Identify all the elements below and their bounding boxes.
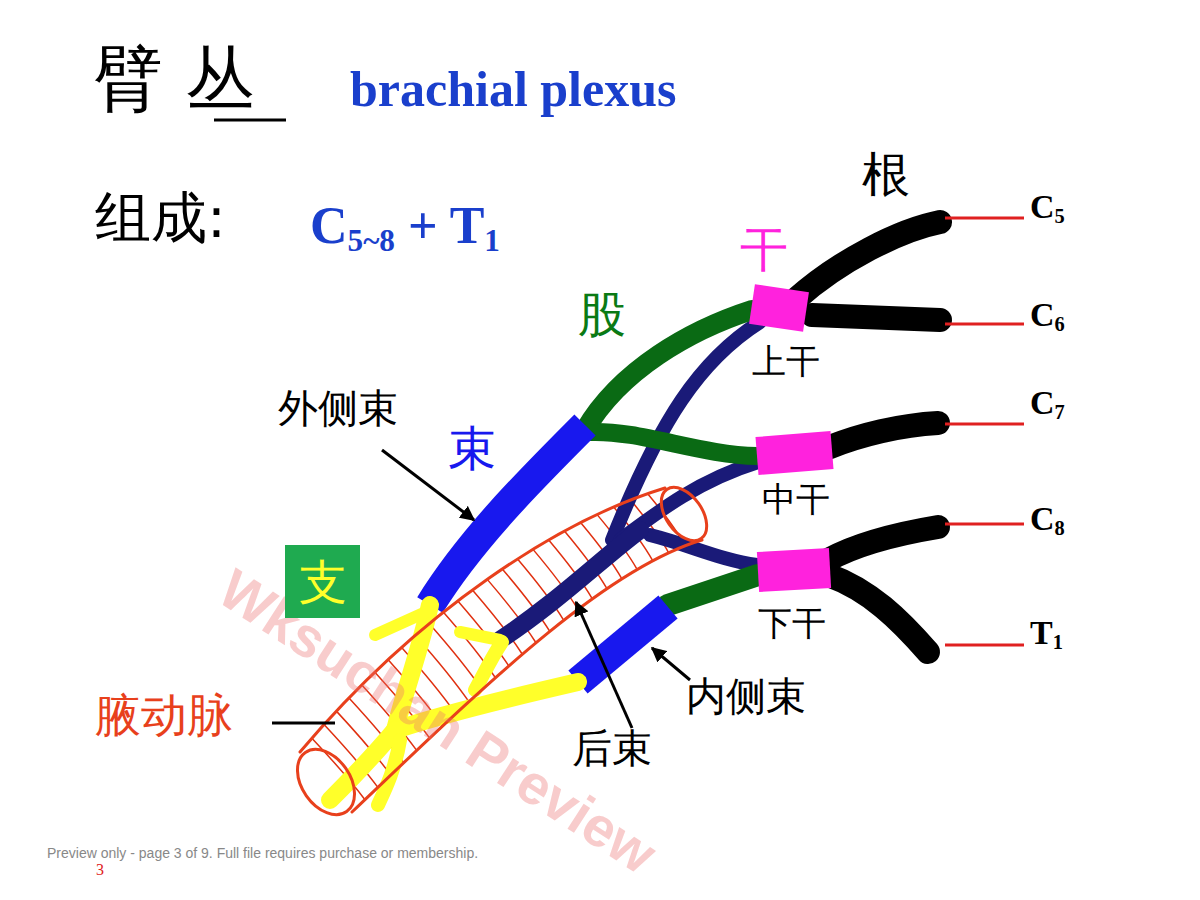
middle-trunk <box>757 450 832 456</box>
root-leader <box>945 217 1024 220</box>
preview-footer: Preview only - page 3 of 9. Full file re… <box>47 846 478 860</box>
artery-wall <box>300 488 665 752</box>
watermark: Wksuchan Preview <box>210 560 666 883</box>
root-c5 <box>795 222 940 300</box>
trunk-label: 下干 <box>758 606 826 640</box>
part-label: 股 <box>578 290 626 338</box>
artery-label: 腋动脉 <box>95 692 233 738</box>
cord-label: 内侧束 <box>686 676 806 716</box>
nerve-branch <box>395 682 578 730</box>
root-label: T1 <box>1030 616 1063 653</box>
medial-cord <box>578 607 668 682</box>
root-leader <box>945 644 1024 647</box>
cord-label: 后束 <box>572 728 652 768</box>
root-leader <box>945 423 1024 426</box>
anterior-division <box>590 432 757 456</box>
root-c7 <box>830 423 938 447</box>
root-label: C5 <box>1030 190 1065 227</box>
trunk-label: 上干 <box>752 344 820 378</box>
node-text: 支 <box>299 558 347 606</box>
artery-guide <box>352 540 702 812</box>
title-underline <box>214 119 286 122</box>
root-t1 <box>828 575 928 652</box>
root-leader <box>945 523 1024 526</box>
trunk-label: 中干 <box>762 482 830 516</box>
root-leader <box>945 323 1024 326</box>
composition-heading: 组成: <box>95 190 226 246</box>
posterior-cord <box>500 530 640 640</box>
root-c6 <box>812 315 940 320</box>
artery-hatching <box>312 494 685 800</box>
artery-leader <box>272 722 335 725</box>
root-c8 <box>828 527 938 560</box>
artery-opening <box>652 479 716 549</box>
composition-formula: C5~8 + T1 <box>310 200 500 256</box>
posterior-division <box>650 535 757 565</box>
artery-opening <box>286 739 367 826</box>
leader-arrow <box>576 602 632 728</box>
upper-trunk <box>752 304 806 312</box>
anterior-division <box>668 575 758 605</box>
lower-trunk <box>758 568 830 572</box>
leader-arrow <box>652 648 690 680</box>
part-label: 根 <box>862 150 910 198</box>
part-label: 束 <box>448 424 496 472</box>
page-number: 3 <box>96 862 104 878</box>
title: 臂 丛 <box>93 44 255 114</box>
root-label: C7 <box>1030 386 1065 423</box>
title-english: brachial plexus <box>350 64 676 114</box>
nerve-branch <box>378 740 400 805</box>
cord-label: 外侧束 <box>278 388 398 428</box>
category-box: 支 <box>285 545 360 618</box>
part-label: 干 <box>740 225 788 273</box>
nerve-branch <box>460 632 500 640</box>
root-label: C8 <box>1030 502 1065 539</box>
artery-wall <box>352 540 702 812</box>
root-label: C6 <box>1030 298 1065 335</box>
